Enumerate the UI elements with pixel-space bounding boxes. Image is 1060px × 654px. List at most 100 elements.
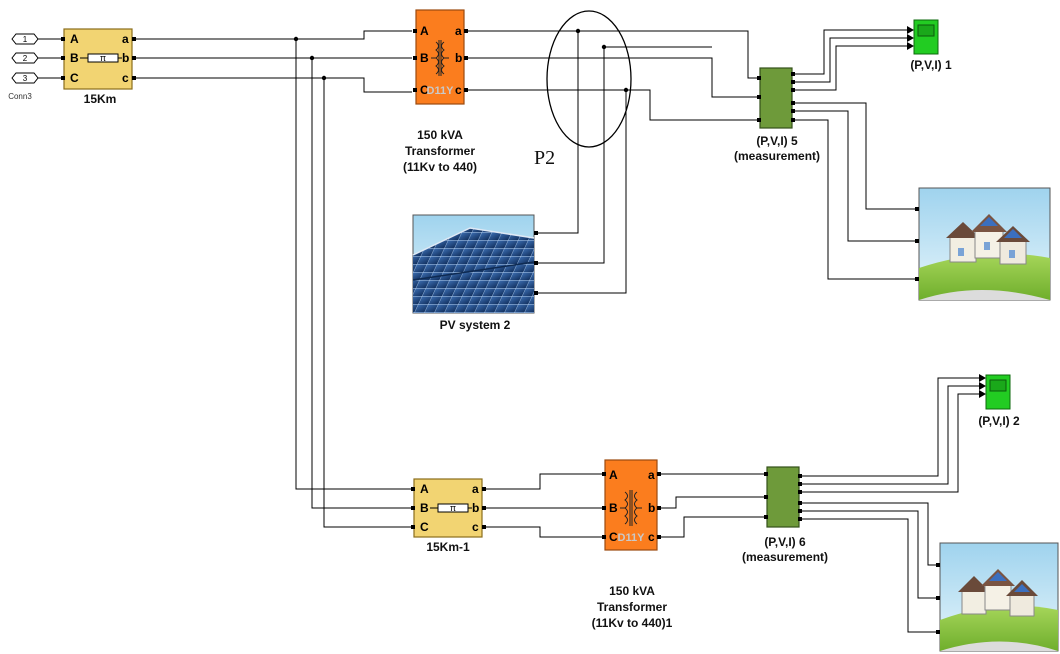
inport-1[interactable]: 1	[11, 33, 39, 45]
solar-panel-image	[412, 227, 535, 313]
wire-t2-c	[660, 516, 764, 538]
scope-2[interactable]	[985, 374, 1011, 410]
line-15km-label: 15Km	[83, 92, 117, 106]
pv-system-2-block[interactable]	[412, 214, 538, 314]
transformer-coil-icon	[431, 40, 449, 76]
houses-load-1[interactable]	[915, 187, 1051, 301]
t2-port-c: c	[648, 530, 655, 544]
houses-load-2[interactable]	[936, 542, 1059, 652]
scope-1[interactable]	[913, 19, 939, 55]
transformer-1-label-line: 150 kVA	[417, 128, 463, 142]
inport-3-label: 3	[23, 74, 28, 83]
t2-port-A: A	[609, 468, 618, 482]
wire-t1-c	[468, 89, 757, 121]
measurement-5-label-line: (P,V,I) 5	[756, 134, 798, 148]
transformer-2-label: 150 kVA Transformer (11Kv to 440)1	[578, 583, 686, 631]
t1-port-b: b	[455, 51, 462, 65]
transformer-1-label-line: Transformer	[404, 144, 476, 158]
line-15km1-port-A: A	[420, 482, 429, 496]
line-15km-1-label: 15Km-1	[426, 540, 470, 554]
wire-t2-b	[660, 496, 764, 509]
transformer-2-label-line: 150 kVA	[609, 584, 655, 598]
wire-15km1-c	[486, 526, 602, 538]
inport-pentagon-icon	[11, 72, 39, 84]
line-15km-port-c: c	[122, 71, 129, 85]
measurement-5-body	[759, 67, 793, 129]
wire-m5-h1b	[793, 110, 916, 242]
transformer-2-body	[604, 459, 658, 551]
line-block-15km-1[interactable]: A B C a b c π	[411, 478, 486, 538]
transformer-2[interactable]: A B C a b c D11Y	[602, 459, 661, 551]
t2-port-B: B	[609, 501, 618, 515]
measurement-5-label: (P,V,I) 5 (measurement)	[722, 134, 832, 164]
t2-port-C: C	[609, 530, 618, 544]
measurement-5-block[interactable]	[757, 67, 795, 129]
wire-m6-h2a	[799, 502, 936, 566]
t2-port-a: a	[648, 468, 655, 482]
measurement-6-label-line: (measurement)	[741, 550, 829, 564]
line-15km1-port-C: C	[420, 520, 429, 534]
inport-2[interactable]: 2	[11, 52, 39, 64]
t1-port-C: C	[420, 83, 429, 97]
houses-image	[919, 214, 1050, 300]
inport-group: 1 2 3 Conn3	[8, 33, 39, 101]
t1-port-c: c	[455, 83, 462, 97]
t2-port-b: b	[648, 501, 655, 515]
junction-dots	[293, 28, 629, 93]
line-15km-pi: π	[100, 53, 106, 63]
t1-winding: D11Y	[427, 85, 455, 97]
line-15km-port-a: a	[122, 32, 129, 46]
transformer-1-label-line: (11Kv to 440)	[402, 160, 478, 174]
measurement-6-label-line: (P,V,I) 6	[764, 535, 806, 549]
transformer-1-label: 150 kVA Transformer (11Kv to 440)	[390, 127, 490, 175]
scope-1-label: (P,V,I) 1	[910, 58, 952, 72]
line-15km1-port-B: B	[420, 501, 429, 515]
scope-arrows	[907, 26, 986, 398]
line-15km1-port-c: c	[472, 520, 479, 534]
wire-t1-a	[468, 30, 757, 79]
p2-annotation-ellipse	[546, 10, 632, 148]
measurement-6-body	[766, 466, 800, 528]
wire-15km1-a	[486, 473, 602, 490]
inport-1-label: 1	[23, 35, 28, 44]
transformer-1-body	[415, 9, 465, 105]
wires	[36, 29, 980, 633]
wire-m5-s1a	[793, 29, 907, 75]
line-15km-port-C: C	[70, 71, 79, 85]
t2-winding: D11Y	[618, 532, 646, 544]
houses-image	[940, 569, 1058, 651]
line-15km1-pi: π	[450, 503, 456, 513]
measurement-5-label-line: (measurement)	[733, 149, 821, 163]
scope-screen-icon	[917, 24, 935, 37]
transformer-2-label-line: Transformer	[596, 600, 668, 614]
wire-m6-s2c	[799, 393, 980, 493]
scope-screen-icon	[989, 379, 1007, 392]
transformer-coil-icon	[620, 490, 642, 526]
measurement-6-block[interactable]	[764, 466, 802, 528]
wire-branch-a	[295, 39, 412, 490]
wire-pv-c	[536, 90, 627, 294]
inport-2-label: 2	[23, 54, 28, 63]
wire-pv-a	[536, 31, 579, 234]
inport-pentagon-icon	[11, 33, 39, 45]
scope-2-label: (P,V,I) 2	[978, 414, 1020, 428]
wire-m6-s2b	[799, 385, 980, 485]
line-15km-port-B: B	[70, 51, 79, 65]
transformer-1[interactable]: A B C a b c D11Y	[413, 9, 468, 105]
line-block-15km[interactable]: A B C a b c π	[61, 28, 136, 90]
transformer-2-label-line: (11Kv to 440)1	[591, 616, 673, 630]
line-15km1-port-a: a	[472, 482, 479, 496]
inport-3[interactable]: 3	[11, 72, 39, 84]
wire-pv-b	[536, 46, 712, 264]
wire-15km-a	[136, 30, 412, 40]
wire-branch-c	[323, 78, 412, 528]
wire-branch-b	[311, 58, 412, 509]
pi-resistor-icon: π	[430, 503, 472, 513]
line-15km-port-b: b	[122, 51, 129, 65]
t1-port-a: a	[455, 24, 462, 38]
t1-port-A: A	[420, 24, 429, 38]
wire-m6-h2c	[799, 518, 936, 633]
wire-m6-s2a	[799, 377, 980, 477]
